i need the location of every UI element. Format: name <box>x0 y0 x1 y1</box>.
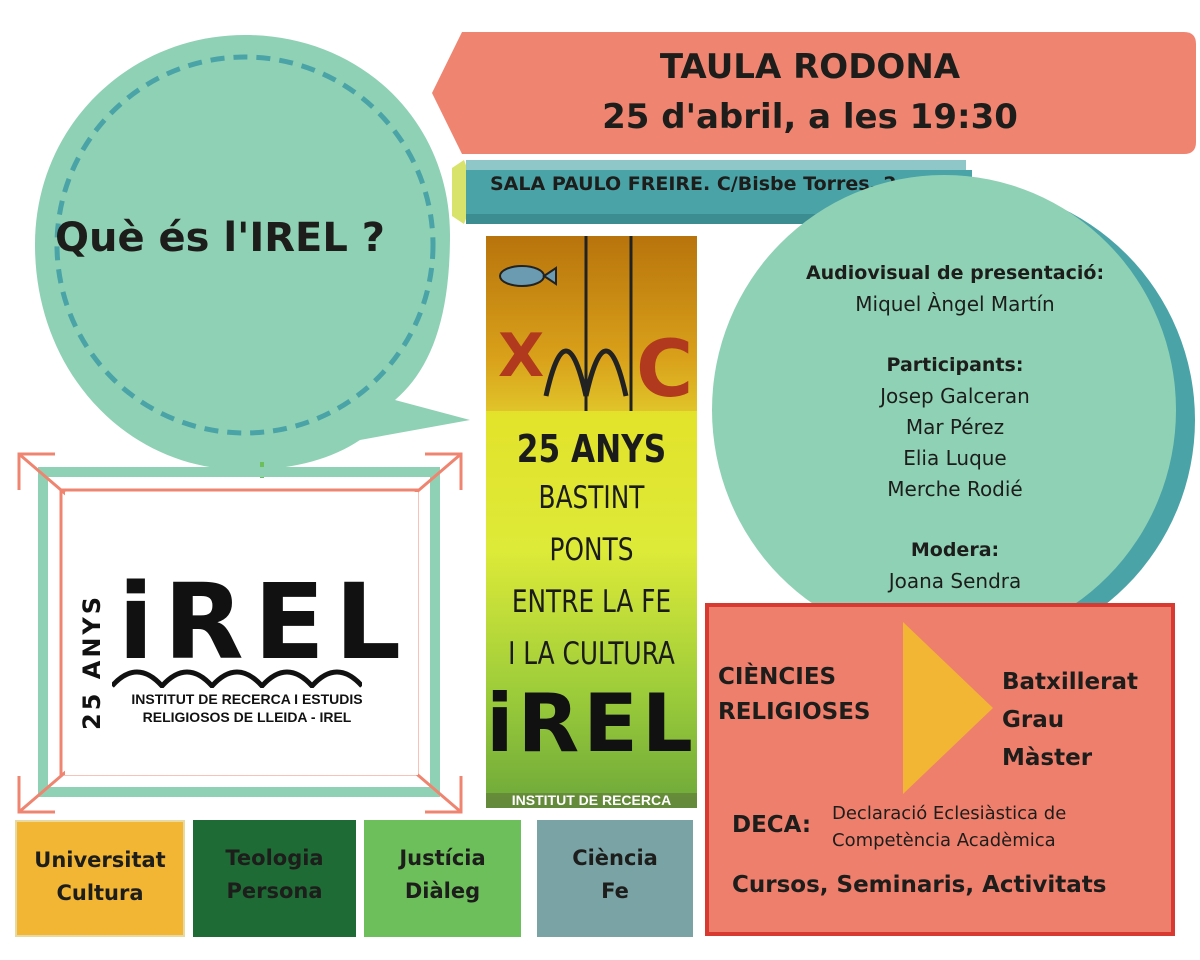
title-banner <box>432 32 1196 154</box>
deca-label: DECA: <box>732 812 812 838</box>
participants-label: Participants: <box>886 354 1024 376</box>
level-item: Batxillerat <box>1002 669 1138 695</box>
deca-description: Declaració Eclesiàstica de Competència A… <box>832 803 1067 851</box>
poster-symbols: X C <box>498 236 693 411</box>
irel-logo <box>65 492 418 775</box>
svg-text:X: X <box>498 321 544 391</box>
svg-text:C: C <box>636 325 693 411</box>
poster-footer: INSTITUT DE RECERCA <box>486 793 697 808</box>
event-date: 25 d'abril, a les 19:30 <box>602 97 1018 137</box>
logo-arches <box>112 669 362 688</box>
poster-wordmark: iREL <box>486 677 697 770</box>
event-heading: TAULA RODONA 25 d'abril, a les 19:30 <box>470 42 1150 142</box>
studies-title: CIÈNCIES RELIGIOSES <box>718 664 871 725</box>
participant-name: Elia Luque <box>903 446 1007 470</box>
moderator-name: Joana Sendra <box>888 569 1022 593</box>
program-circle <box>712 175 1176 645</box>
presentation-name: Miquel Àngel Martín <box>855 292 1055 316</box>
tile-justicia-dialeg: Justícia Diàleg <box>364 820 521 937</box>
presentation-label: Audiovisual de presentació: <box>805 262 1105 284</box>
level-item: Grau <box>1002 707 1065 733</box>
participant-name: Josep Galceran <box>880 384 1030 408</box>
study-levels: Batxillerat Grau Màster <box>1002 663 1138 777</box>
tile-teologia-persona: Teologia Persona <box>193 820 356 937</box>
venue-address: SALA PAULO FREIRE. C/Bisbe Torres, 2 <box>490 173 897 195</box>
participant-name: Mar Pérez <box>905 415 1005 439</box>
courses-line: Cursos, Seminaris, Activitats <box>732 872 1107 898</box>
anniversary-poster: X C 25 ANYS BASTINT PONTS ENTRE LA FE I … <box>486 236 697 808</box>
program-details: Audiovisual de presentació: Miquel Àngel… <box>760 258 1150 597</box>
bubble-question: Què és l'IREL ? <box>55 215 385 261</box>
participant-name: Merche Rodié <box>887 477 1023 501</box>
tile-universitat-cultura: Universitat Cultura <box>15 820 185 937</box>
poster-slogan: 25 ANYS BASTINT PONTS ENTRE LA FE I LA C… <box>508 427 675 672</box>
level-item: Màster <box>1002 745 1093 771</box>
moderator-label: Modera: <box>910 539 1000 561</box>
arrow-right-icon <box>903 622 993 794</box>
logo-subtitle: INSTITUT DE RECERCA I ESTUDIS RELIGIOSOS… <box>131 691 363 725</box>
tile-ciencia-fe: Ciència Fe <box>537 820 693 937</box>
logo-wordmark: iREL <box>118 561 412 683</box>
event-title: TAULA RODONA <box>659 47 961 87</box>
